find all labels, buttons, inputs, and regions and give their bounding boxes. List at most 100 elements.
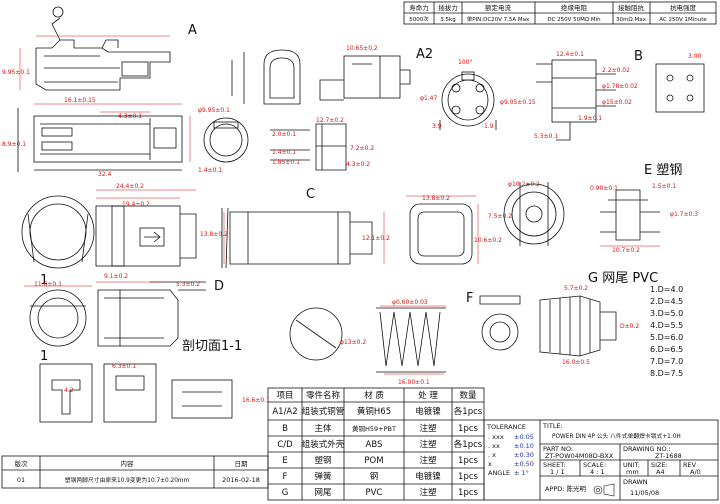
spec-header-contact: 接触阻抗 [618,3,645,12]
view-b-side [536,59,616,141]
dlist-item: 6.D=6.5 [650,345,683,354]
dim-48: 6.3±0.1 [112,363,136,370]
dlist-item: 2.D=4.5 [650,297,683,306]
view-d-side [97,281,206,347]
view-a2 [319,55,411,101]
dim-33: φ10.2±0.2 [508,181,540,188]
dim-49: 16.6±0.1 [242,397,270,404]
unit-value: mm [626,468,639,476]
revision-header: 版次 [15,459,29,468]
bom-cell: 钢 [370,471,379,482]
revision-table-frame [1,455,269,489]
label-a2: A2 [416,47,433,62]
dlist-item: 7.D=7.0 [650,357,683,366]
spec-value-dielectric: AC 250V 1Minute [659,17,707,23]
dim-23: φ15±0.02 [602,99,632,106]
view-a-cross [270,123,347,171]
dim-28: 19.4±0.2 [122,201,150,208]
dim-22: φ1.78±0.02 [602,83,638,90]
bom-cell: PVC [366,488,383,498]
drawingno-label: DRAWING NO.: [623,445,671,453]
dlist-item: 8.D=7.5 [650,369,683,378]
dim-42: φ0.60±0.03 [392,299,428,306]
spec-value-contact: 30mΩ Max [616,17,646,23]
bom-cell: 1pcs [458,424,478,434]
dim-18: 1.9 [484,123,494,130]
bom-cell: 网尾 [314,488,332,498]
dlist-item: 4.D=5.5 [650,321,683,330]
label-e: E 塑钢 [644,163,682,178]
dim-4: 8.9±0.1 [2,141,26,148]
bom-cell: 塑钢 [314,455,331,466]
dim-34: 7.5±0.2 [488,213,512,220]
view-d-section [29,289,87,347]
dim-9: 12.7±0.2 [316,117,344,124]
dim-14: 4.3±0.2 [346,161,370,168]
spec-header-force: 插拔力 [438,3,458,12]
label-f: F [466,291,473,306]
view-b-face [439,71,497,130]
dim-32: 10.6±0.2 [474,237,502,244]
bom-header: 零件名称 [306,390,341,401]
tol-value: ± 1° [514,469,529,477]
tol-key: ANGLE [488,469,510,477]
bom-header: 材 质 [364,390,384,401]
drawn-date: 11/05/08 [630,489,659,497]
view-g-tail [539,295,617,357]
rev-label: REV [683,461,697,469]
dim-46: D±0.2 [620,323,639,330]
dim-2: 16.1±0.15 [64,97,96,104]
bom-cell: 黄铜H65 [357,406,391,417]
view-a-bottom [17,108,183,172]
spec-value-force: 3.5kg [440,17,455,23]
drawing-title: POWER DIN 4P 公头 八件式单翻焊卡锁式+1.0H [552,432,681,440]
title-label: TITLE: [542,422,563,430]
tolerance-label: TOLERANCE [486,423,526,431]
dim-6: φ9.95±0.1 [198,107,230,114]
label-d: D [214,279,224,294]
size-value: A4 [656,468,665,476]
view-c-square [409,203,473,265]
bom-cell: 各1pcs [454,439,483,450]
dim-30: 12.1±0.2 [362,235,390,242]
tol-value: ±0.50 [514,460,534,468]
bom-cell: E [282,456,287,466]
dim-13: 7.2±0.2 [350,145,374,152]
tol-value: ±0.30 [514,451,534,459]
dim-10: 2.0±0.1 [272,131,296,138]
bom-cell: 组装式铜管 [302,406,345,417]
dlist-item: 1.D=4.0 [650,285,683,294]
dim-21: 2.2±0.02 [602,67,630,74]
bom-cell: 黄铜H59+PBT [352,424,396,433]
bom-cell: 1pcs [458,488,478,498]
bom-cell: 1pcs [458,456,478,466]
label-a: A [188,23,197,38]
dim-31: 13.8±0.2 [422,195,450,202]
section-marker-bottom: 1 [40,349,48,364]
tol-key: x [488,460,492,468]
view-c-side [95,205,197,267]
view-d-detail [289,307,343,361]
dim-39: 11.6±0.1 [34,281,62,288]
dim-45: 5.7±0.2 [564,285,588,292]
dim-35: 0.90±0.1 [590,185,618,192]
dim-24: 3.00 [688,53,702,60]
section-label: 剖切面1-1 [182,339,242,354]
projection-symbol [593,483,615,497]
dim-44: 16.00±0.1 [398,379,430,386]
spec-value-current: 单PIN:DC20V 7.5A Max [467,15,530,23]
bom-cell: 电镀镍 [415,406,441,417]
bom-cell: C/D [277,440,293,450]
dim-20: 12.4±0.1 [556,51,584,58]
bom-header: 项目 [276,391,293,401]
dim-8: 10.65±0.2 [346,45,378,52]
revision-cell: 01 [17,476,25,484]
label-g: G 网尾 PVC [588,271,658,286]
dim-50: 4.2 [64,387,74,394]
bom-cell: ABS [366,440,383,450]
bom-cell: 注塑 [419,439,437,450]
scale-value: 4 : 1 [590,468,605,476]
rev-value: A/0 [690,468,701,476]
revision-cell: 塑钢两脚尺寸由原来10.9变更为10.7±0.20mm [65,476,190,484]
